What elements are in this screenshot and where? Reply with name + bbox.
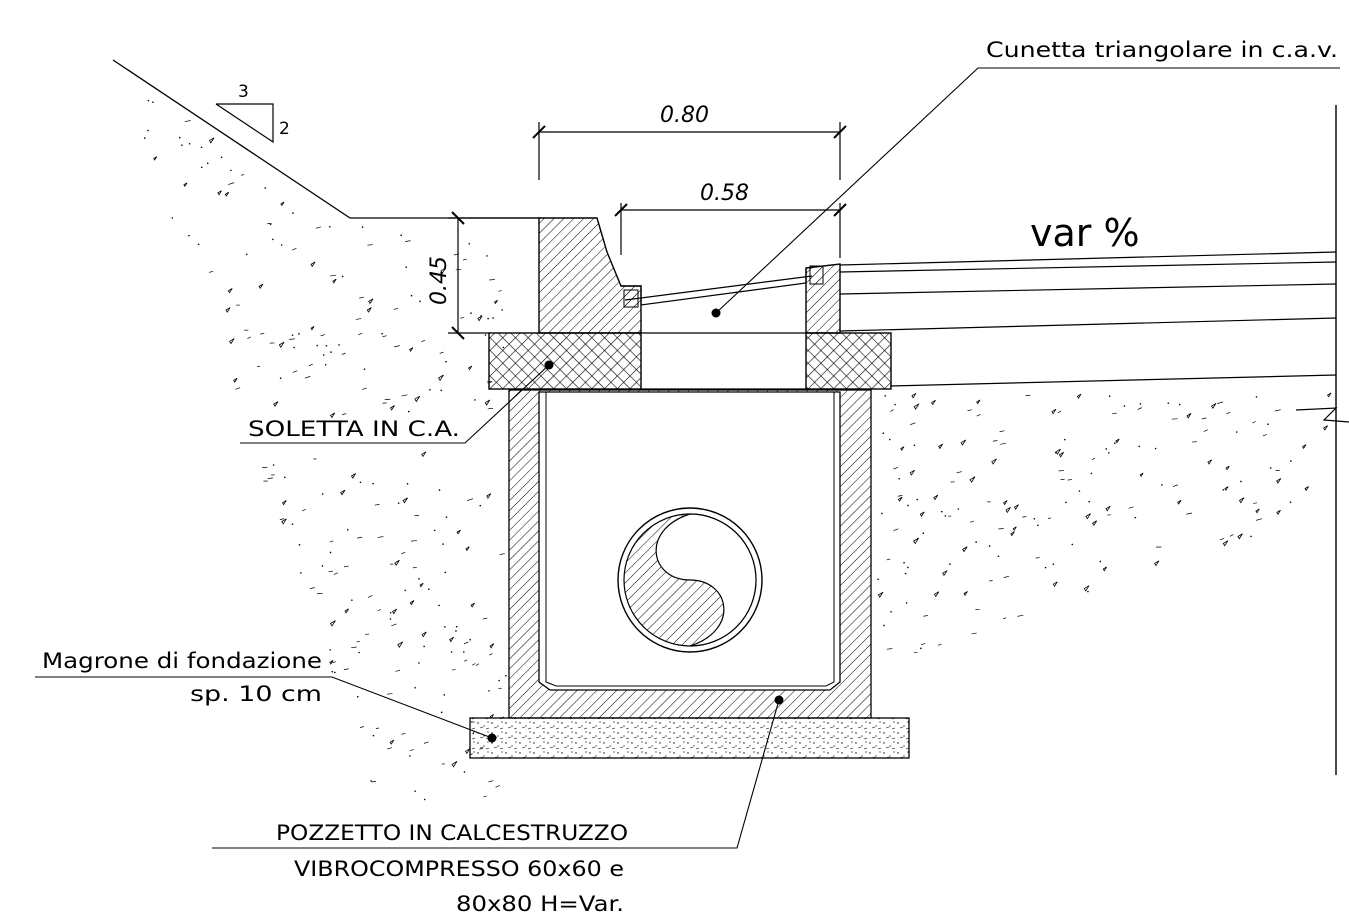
embankment-slope-line [112, 59, 540, 219]
label-soletta: SOLETTA IN C.A. [248, 417, 460, 441]
pipe-section [617, 507, 763, 653]
leader-magrone [35, 676, 497, 743]
label-pozzetto-line3: 80x80 H=Var. [456, 892, 624, 916]
leader-pozzetto [212, 695, 784, 849]
label-magrone-line2: sp. 10 cm [190, 682, 322, 706]
slab-right [805, 332, 892, 390]
road-slope-label: var % [1030, 211, 1140, 255]
leader-soletta [240, 360, 554, 444]
label-pozzetto-line1: POZZETTO IN CALCESTRUZZO [276, 821, 628, 845]
dimension-width-outer-label: 0.80 [660, 103, 709, 128]
road-pavement-layers [839, 105, 1349, 775]
dimension-width-inner-label: 0.58 [700, 181, 749, 206]
soil-texture-left [143, 99, 507, 801]
dimension-height-label: 0.45 [427, 256, 452, 305]
dimension-height [448, 211, 539, 340]
label-pozzetto-line2: VIBROCOMPRESSO 60x60 e [294, 857, 624, 881]
dimension-width-outer [532, 122, 847, 180]
slope-indicator: 3 2 [215, 82, 290, 144]
foundation-lean-concrete [469, 717, 910, 759]
label-magrone-line1: Magrone di fondazione [42, 649, 322, 673]
slab-left [488, 332, 642, 390]
slope-run-label: 3 [238, 82, 249, 102]
soil-texture-right [877, 392, 1332, 654]
dimension-width-inner [614, 203, 847, 258]
kerb-left [538, 217, 642, 334]
label-cunetta: Cunetta triangolare in c.a.v. [986, 38, 1338, 62]
slope-rise-label: 2 [279, 119, 290, 139]
leader-cunetta [711, 67, 1340, 318]
